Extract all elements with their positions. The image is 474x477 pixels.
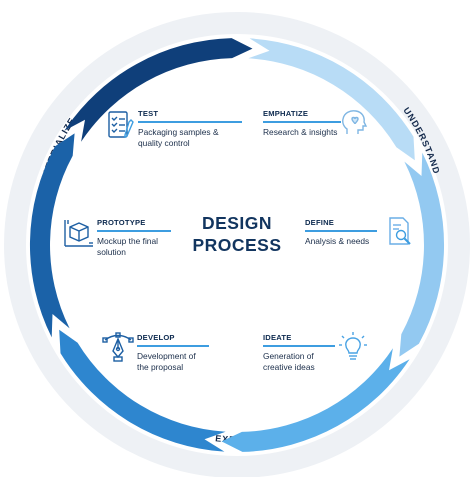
step-develop-title: DEVELOP xyxy=(137,333,209,347)
step-ideate: IDEATE Generation of creative ideas xyxy=(263,333,335,373)
checklist-icon xyxy=(102,108,136,142)
pen-tool-icon xyxy=(101,331,135,365)
arc-segment-test xyxy=(64,38,253,142)
center-title-line2: PROCESS xyxy=(192,235,282,255)
step-test: TEST Packaging samples & quality control xyxy=(138,109,242,149)
step-emphatize-desc: Research & insights xyxy=(263,127,338,137)
center-title: DESIGN PROCESS xyxy=(175,212,299,256)
center-title-line1: DESIGN xyxy=(201,213,273,233)
cube-prototype-icon xyxy=(62,216,96,250)
step-prototype-title: PROTOTYPE xyxy=(97,218,171,232)
step-develop: DEVELOP Development of the proposal xyxy=(137,333,209,373)
arc-segment-develop xyxy=(59,329,226,452)
arc-segment-define xyxy=(399,152,445,357)
step-emphatize-title: EMPHATIZE xyxy=(263,109,341,123)
step-ideate-title: IDEATE xyxy=(263,333,335,347)
step-test-title: TEST xyxy=(138,109,242,123)
arc-segment-emphatize xyxy=(248,38,415,161)
step-define: DEFINE Analysis & needs xyxy=(305,218,377,247)
step-test-desc: Packaging samples & quality control xyxy=(138,127,219,148)
step-prototype-desc: Mockup the final solution xyxy=(97,236,158,257)
outer-ring xyxy=(4,12,470,477)
arc-segment-ideate xyxy=(221,348,410,452)
lightbulb-icon xyxy=(336,330,370,364)
arc-segment-prototype xyxy=(29,133,75,338)
process-arcs xyxy=(29,38,445,452)
head-heart-icon xyxy=(338,106,372,140)
step-ideate-desc: Generation of creative ideas xyxy=(263,351,315,372)
step-define-desc: Analysis & needs xyxy=(305,236,370,246)
step-emphatize: EMPHATIZE Research & insights xyxy=(263,109,341,138)
step-develop-desc: Development of the proposal xyxy=(137,351,196,372)
document-magnifier-icon xyxy=(382,214,416,248)
step-define-title: DEFINE xyxy=(305,218,377,232)
step-prototype: PROTOTYPE Mockup the final solution xyxy=(97,218,171,258)
